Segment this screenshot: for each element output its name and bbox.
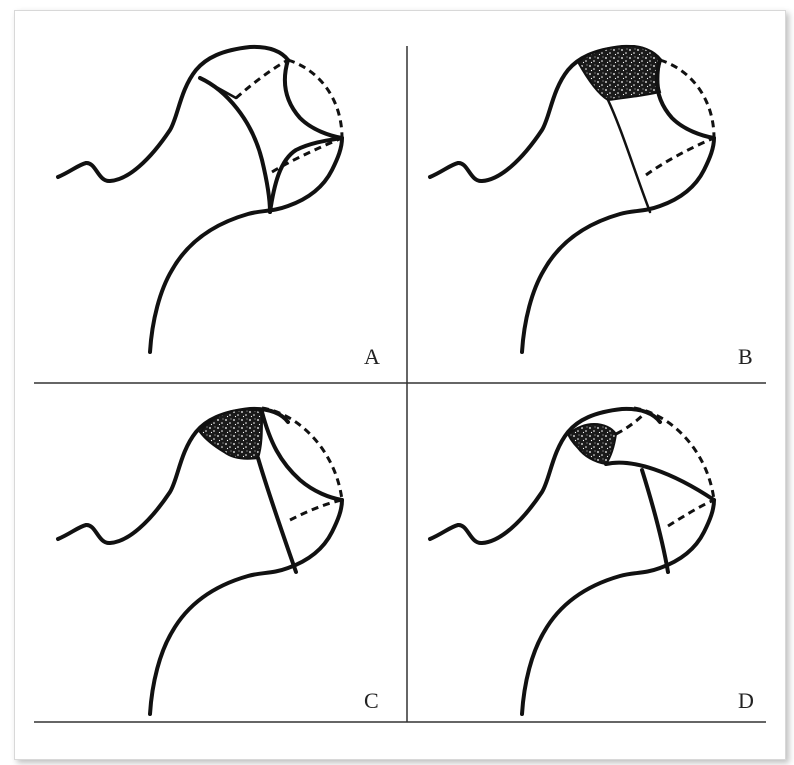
panel-b-drawing	[430, 46, 714, 352]
panel-c-drawing	[58, 408, 342, 714]
panel-d-drawing	[430, 408, 714, 714]
panel-label-b: B	[738, 344, 753, 370]
panel-label-c: C	[364, 688, 379, 714]
panel-label-d: D	[738, 688, 754, 714]
panel-label-a: A	[364, 344, 380, 370]
panel-a-drawing	[58, 47, 342, 352]
